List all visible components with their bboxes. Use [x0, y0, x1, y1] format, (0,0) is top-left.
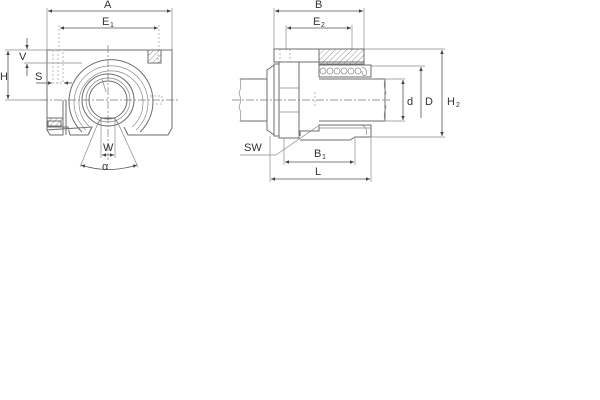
bearing-rings [68, 59, 154, 133]
dimension-e2: E 2 [285, 16, 353, 50]
label-d: d [407, 96, 413, 108]
dimension-a: A [46, 0, 173, 50]
dimension-s: S [35, 71, 72, 85]
dimension-b1: B 1 [283, 138, 356, 165]
dimension-e1: E 1 [58, 16, 160, 50]
dimension-d-small: d [385, 78, 413, 122]
dimension-h: H [0, 49, 47, 101]
label-sw: SW [244, 142, 262, 154]
hatched-section-side [318, 48, 365, 65]
dimension-l: L [269, 136, 372, 182]
label-e1: E [102, 16, 109, 28]
dimension-b: B [273, 0, 365, 50]
dimension-v: V [19, 38, 47, 76]
dimension-sw: SW [240, 125, 319, 156]
label-e2: E [313, 16, 320, 28]
label-s: S [35, 71, 42, 83]
shaft [238, 78, 387, 122]
label-e1-subscript: 1 [110, 22, 114, 29]
label-l: L [315, 166, 321, 178]
label-b: B [315, 0, 322, 11]
label-h2: H [447, 96, 455, 108]
label-v: V [19, 51, 27, 63]
dimension-h2: H 2 [364, 48, 460, 138]
hatched-section-front [147, 49, 162, 64]
label-alpha: α [102, 161, 109, 173]
lube-nipple [150, 95, 163, 105]
side-view: B E 2 [232, 0, 460, 182]
label-h2-subscript: 2 [456, 102, 460, 109]
label-b1-subscript: 1 [322, 154, 326, 161]
dimension-d-large: D [371, 65, 433, 118]
label-D: D [425, 96, 433, 108]
label-a: A [104, 0, 112, 11]
housing-side [273, 48, 372, 141]
label-w: W [103, 142, 114, 154]
label-e2-subscript: 2 [321, 22, 325, 29]
dimension-alpha: α [79, 122, 139, 173]
dimension-w: W [100, 118, 116, 158]
ball-row [319, 66, 367, 76]
label-h: H [0, 71, 8, 83]
front-view: A E 1 [0, 0, 178, 173]
label-b1: B [314, 148, 321, 160]
